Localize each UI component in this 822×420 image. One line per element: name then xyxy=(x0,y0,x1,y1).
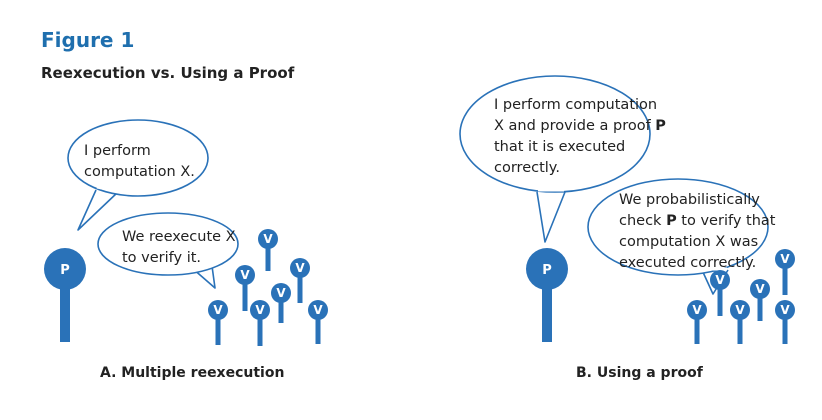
verifier-head xyxy=(750,279,770,299)
bubble-shape xyxy=(67,119,209,197)
verifier-head xyxy=(290,258,310,278)
verifier-head xyxy=(308,300,328,320)
prover-node-b: P xyxy=(526,248,568,342)
verifier-head xyxy=(258,229,278,249)
prover-stem xyxy=(542,280,552,342)
verifier-label: V xyxy=(715,273,725,287)
bubble-shape xyxy=(459,75,651,193)
verifier-label: V xyxy=(755,282,765,296)
verifier-stem xyxy=(782,310,788,344)
verifier-label: V xyxy=(692,303,702,317)
verifier-label: V xyxy=(313,303,323,317)
verifier-stem xyxy=(278,293,284,323)
bubble-line: We probabilistically xyxy=(619,192,760,208)
verifier-stem xyxy=(215,310,221,345)
bubble-line: I perform xyxy=(84,143,151,159)
bubble-shape xyxy=(97,212,239,276)
bubble-line: I perform computation xyxy=(494,97,657,113)
prover-label: P xyxy=(542,263,552,278)
bubble-line: computation X was xyxy=(619,234,758,250)
verifier-head xyxy=(250,300,270,320)
prover-bubble-a: I perform computation X. xyxy=(67,119,209,231)
bubble-line-part: check xyxy=(619,213,666,229)
verifier-bubble-b: We probabilistically check P to verify t… xyxy=(587,178,776,295)
verifier-head xyxy=(775,249,795,269)
verifier-node: V xyxy=(290,258,310,303)
verifier-label: V xyxy=(735,303,745,317)
bubble-line: that it is executed xyxy=(494,139,625,155)
verifier-head xyxy=(710,270,730,290)
proof-symbol: P xyxy=(666,213,677,229)
verifier-label: V xyxy=(263,232,273,246)
verifier-stem xyxy=(694,310,700,344)
bubble-line: check P to verify that xyxy=(619,213,776,229)
verifier-stem xyxy=(242,275,248,311)
bubble-line: correctly. xyxy=(494,160,560,176)
bubble-line: computation X. xyxy=(84,164,195,180)
verifier-label: V xyxy=(295,261,305,275)
verifier-node: V xyxy=(308,300,328,344)
verifier-head xyxy=(730,300,750,320)
bubble-shape xyxy=(587,178,769,276)
verifier-node: V xyxy=(258,229,278,271)
verifier-bubble-a: We reexecute X to verify it. xyxy=(97,212,239,289)
bubble-join xyxy=(96,185,118,193)
verifier-head xyxy=(208,300,228,320)
bubble-line: We reexecute X xyxy=(122,229,236,245)
verifier-node: V xyxy=(271,283,291,323)
verifier-node: V xyxy=(687,300,707,344)
verifier-node: V xyxy=(775,300,795,344)
figure-title: Reexecution vs. Using a Proof xyxy=(41,64,295,82)
prover-node-a: P xyxy=(44,248,86,342)
bubble-line-part: to verify that xyxy=(677,213,776,229)
verifier-stem xyxy=(257,310,263,346)
verifier-label: V xyxy=(780,303,790,317)
bubble-join xyxy=(192,264,212,270)
verifier-node: V xyxy=(775,249,795,295)
caption-b: B. Using a proof xyxy=(576,365,704,381)
bubble-tail xyxy=(536,191,566,243)
verifier-node: V xyxy=(750,279,770,321)
verifier-label: V xyxy=(276,286,286,300)
verifier-stem xyxy=(315,310,321,344)
verifier-node: V xyxy=(208,300,228,345)
prover-head xyxy=(44,248,86,290)
verifier-node: V xyxy=(250,300,270,346)
verifier-stem xyxy=(717,280,723,316)
bubble-line: executed correctly. xyxy=(619,255,756,271)
verifier-label: V xyxy=(255,303,265,317)
figure-label: Figure 1 xyxy=(41,28,135,52)
panel-b: I perform computation X and provide a pr… xyxy=(459,75,795,381)
bubble-line-part: X and provide a proof xyxy=(494,118,655,134)
verifier-label: V xyxy=(240,268,250,282)
bubble-line: X and provide a proof P xyxy=(494,118,666,134)
verifier-label: V xyxy=(780,252,790,266)
bubble-tail xyxy=(77,189,119,231)
bubble-line: to verify it. xyxy=(122,250,201,266)
verifier-head xyxy=(271,283,291,303)
prover-head xyxy=(526,248,568,290)
verifier-label: V xyxy=(213,303,223,317)
prover-stem xyxy=(60,280,70,342)
prover-label: P xyxy=(60,263,70,278)
verifier-node: V xyxy=(710,270,730,316)
verifier-stem xyxy=(757,289,763,321)
proof-symbol: P xyxy=(655,118,666,134)
verifier-stem xyxy=(737,310,743,344)
verifier-head xyxy=(775,300,795,320)
prover-bubble-b: I perform computation X and provide a pr… xyxy=(459,75,666,243)
panel-a: I perform computation X. We reexecute X … xyxy=(44,119,328,381)
caption-a: A. Multiple reexecution xyxy=(100,365,284,381)
verifier-stem xyxy=(297,268,303,303)
verifier-stem xyxy=(782,259,788,295)
verifier-head xyxy=(235,265,255,285)
verifier-head xyxy=(687,300,707,320)
verifier-node: V xyxy=(730,300,750,344)
verifier-node: V xyxy=(235,265,255,311)
verifier-stem xyxy=(265,239,271,271)
